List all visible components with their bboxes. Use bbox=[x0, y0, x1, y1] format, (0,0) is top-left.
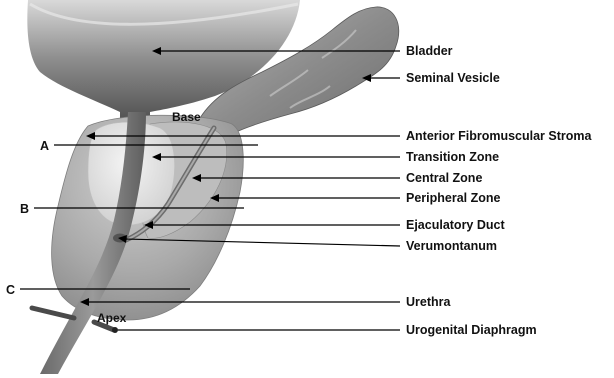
label-urogenital-diaphragm: Urogenital Diaphragm bbox=[406, 323, 537, 337]
label-central-zone: Central Zone bbox=[406, 171, 482, 185]
label-apex: Apex bbox=[97, 311, 127, 325]
urogenital-diaphragm-dot bbox=[112, 327, 118, 333]
label-urethra: Urethra bbox=[406, 295, 452, 309]
label-peripheral-zone: Peripheral Zone bbox=[406, 191, 501, 205]
label-section-c: C bbox=[6, 283, 15, 297]
label-base: Base bbox=[172, 110, 201, 124]
label-seminal-vesicle: Seminal Vesicle bbox=[406, 71, 500, 85]
label-anterior-fibromuscular-stroma: Anterior Fibromuscular Stroma bbox=[406, 129, 592, 143]
label-verumontanum: Verumontanum bbox=[406, 239, 497, 253]
label-transition-zone: Transition Zone bbox=[406, 150, 499, 164]
label-section-a: A bbox=[40, 139, 49, 153]
label-bladder: Bladder bbox=[406, 44, 453, 58]
label-ejaculatory-duct: Ejaculatory Duct bbox=[406, 218, 505, 232]
label-section-b: B bbox=[20, 202, 29, 216]
